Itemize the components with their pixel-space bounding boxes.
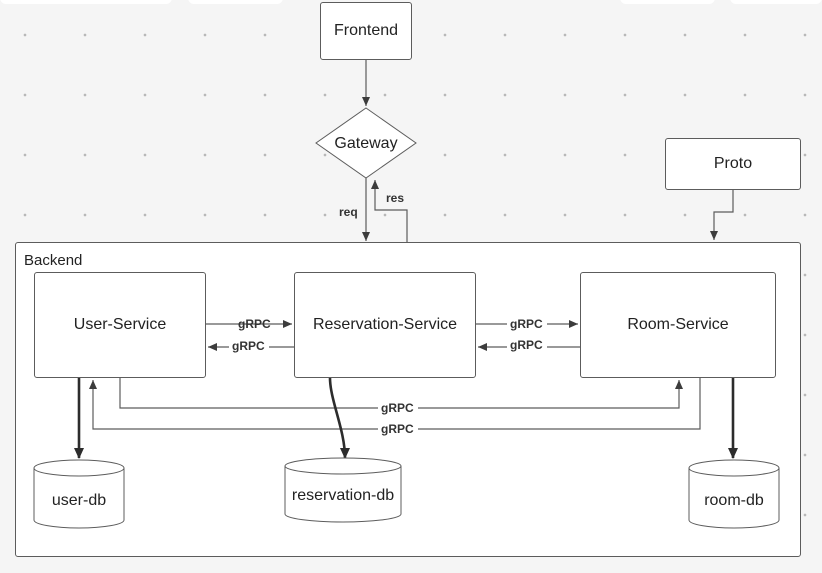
reservation-service-node[interactable]: Reservation-Service [294,272,476,378]
reservation-db-node[interactable]: reservation-db [284,457,402,523]
canvas-tab [730,0,822,4]
database-cylinder-icon [688,468,780,529]
canvas-tab [0,0,172,4]
req-label: req [339,205,358,219]
database-cylinder-icon [33,468,125,529]
proto-label: Proto [713,155,753,172]
user-service-label: User-Service [73,316,167,333]
reservation-service-label: Reservation-Service [312,316,458,333]
reservation-db-edge[interactable] [328,377,350,459]
room-db-label: room-db [704,492,764,509]
canvas-tab [188,0,283,4]
res-edge[interactable] [371,180,408,242]
gateway-node[interactable]: Gateway [315,107,417,179]
database-cylinder-top [688,459,780,477]
database-cylinder-top [33,459,125,477]
reservation-db-label: reservation-db [292,487,394,504]
frontend-label: Frontend [333,22,399,39]
frontend-node[interactable]: Frontend [320,2,412,60]
grpc-label: gRPC [381,401,414,415]
grpc-label: gRPC [510,338,543,352]
canvas-tab [620,0,715,4]
grpc-label: gRPC [510,317,543,331]
proto-backend-edge[interactable] [710,190,734,240]
user-db-node[interactable]: user-db [33,459,125,529]
grpc-label: gRPC [232,339,265,353]
room-service-node[interactable]: Room-Service [580,272,776,378]
grpc-label: gRPC [238,317,271,331]
user-db-label: user-db [52,492,106,509]
room-db-node[interactable]: room-db [688,459,780,529]
room-service-label: Room-Service [627,316,729,333]
proto-node[interactable]: Proto [665,138,801,190]
database-cylinder-icon [284,466,402,523]
gateway-label: Gateway [334,135,397,152]
res-label: res [386,191,404,205]
grpc-label: gRPC [381,422,414,436]
user-service-node[interactable]: User-Service [34,272,206,378]
database-cylinder-top [284,457,402,475]
backend-label: Backend [24,252,83,269]
